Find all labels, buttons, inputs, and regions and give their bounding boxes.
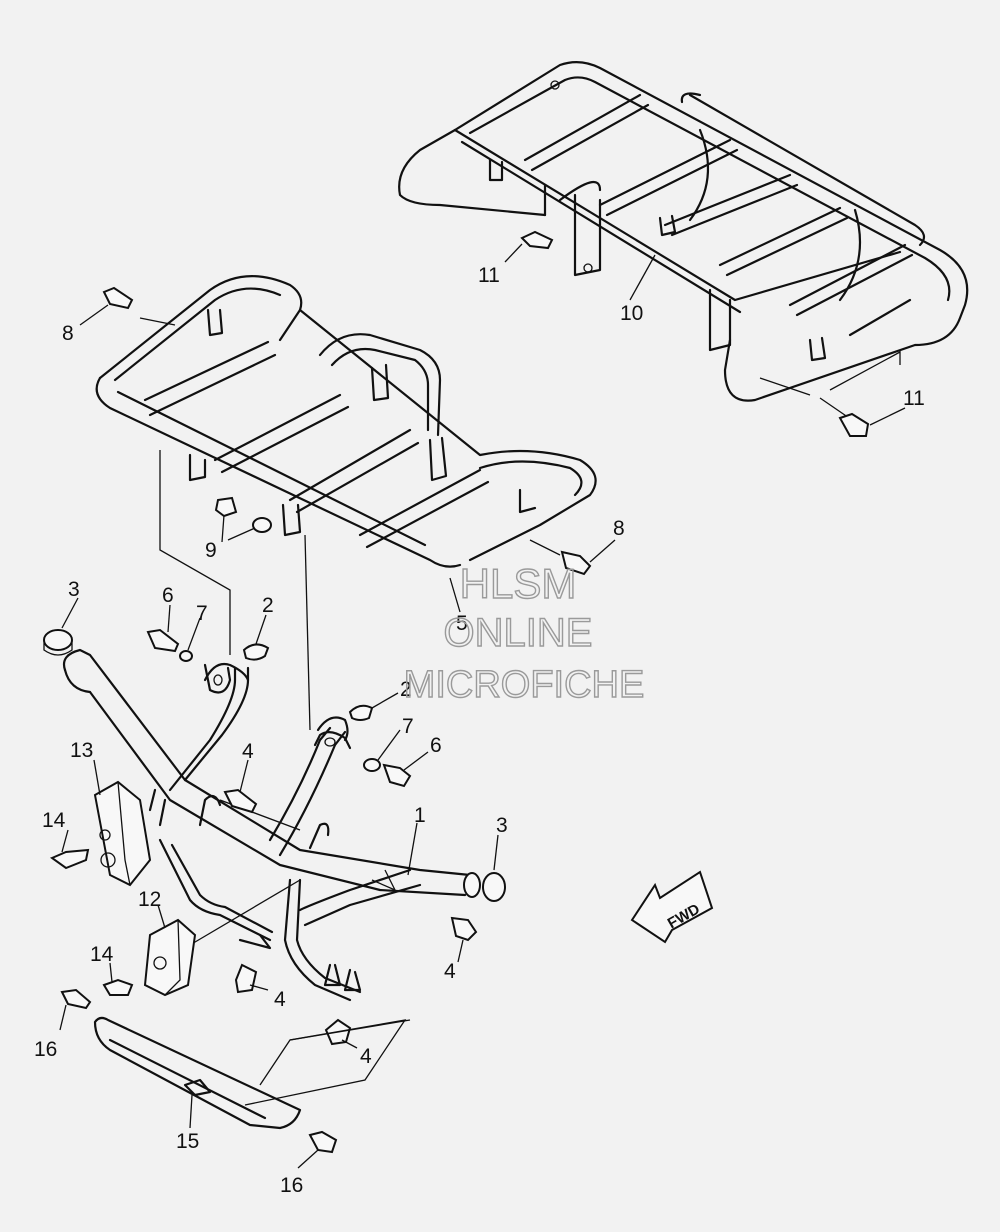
bolt-14-upper (49, 848, 90, 870)
block-13 (93, 780, 152, 887)
block-12 (143, 918, 197, 997)
callout-5: 5 (456, 612, 468, 635)
bolt-4-b (450, 916, 478, 942)
callout-13: 13 (70, 739, 93, 762)
front-carrier (95, 275, 597, 731)
nut-washer-9 (214, 496, 272, 543)
watermark-line-2: ONLINE (444, 611, 593, 655)
callout-16-left: 16 (34, 1038, 57, 1061)
skid-plate-15 (93, 1016, 411, 1130)
callout-14-upper: 14 (42, 809, 66, 832)
bolt-6-right (382, 763, 412, 788)
bolt-14-lower (102, 978, 134, 996)
callout-labels: 1 2 2 3 3 4 4 4 4 5 6 6 7 7 8 8 9 10 11 … (34, 264, 925, 1197)
callout-11-upper: 11 (478, 264, 500, 287)
bolt-4-a (223, 788, 258, 814)
callout-3-right: 3 (496, 814, 508, 837)
callout-8-upper: 8 (62, 322, 74, 345)
callout-6-right: 6 (430, 734, 442, 757)
watermark-line-1: HLSM (460, 560, 577, 607)
leader-lines (59, 254, 656, 1169)
callout-4-b: 4 (444, 960, 456, 983)
callout-3-left: 3 (68, 578, 80, 601)
bolt-8-lower (560, 539, 616, 576)
watermark: HLSM ONLINE MICROFICHE (403, 559, 645, 706)
grommet-2-left (242, 643, 270, 661)
end-cap-3-left (43, 629, 73, 656)
callout-7-left: 7 (196, 602, 208, 625)
bolt-11-lower (838, 407, 906, 437)
main-frame (62, 648, 481, 1002)
bolt-8-upper (79, 286, 134, 326)
grommet-2-right (348, 704, 374, 721)
callout-12: 12 (138, 888, 161, 911)
rear-carrier (398, 61, 969, 423)
end-cap-3-right (482, 872, 506, 902)
bolt-6-left (146, 628, 180, 653)
callout-1: 1 (414, 804, 426, 827)
washer-7-left (179, 650, 193, 662)
callout-4-d: 4 (360, 1045, 372, 1068)
fwd-arrow: FWD (630, 870, 714, 944)
mount-bracket-right (313, 731, 352, 750)
washer-7-right (363, 758, 381, 772)
callout-11-lower: 11 (903, 387, 925, 410)
callout-2-upper: 2 (262, 594, 274, 617)
callout-8-lower: 8 (613, 517, 625, 540)
callout-6-left: 6 (162, 584, 174, 607)
watermark-line-3: MICROFICHE (404, 664, 645, 706)
callout-9: 9 (205, 539, 217, 562)
callout-14-lower: 14 (90, 943, 114, 966)
callout-4-c: 4 (274, 988, 286, 1011)
bolt-4-c (234, 963, 258, 994)
mount-bracket-left (203, 663, 232, 694)
callout-15: 15 (176, 1130, 199, 1153)
callout-4-a: 4 (242, 740, 254, 763)
callout-7-right: 7 (402, 715, 414, 738)
bolt-16-lower (308, 1130, 338, 1154)
callout-10: 10 (620, 302, 643, 325)
bolt-11-upper (504, 230, 554, 263)
bolt-16-upper (60, 988, 92, 1010)
callout-16-right: 16 (280, 1174, 303, 1197)
callout-2-lower: 2 (400, 678, 412, 701)
